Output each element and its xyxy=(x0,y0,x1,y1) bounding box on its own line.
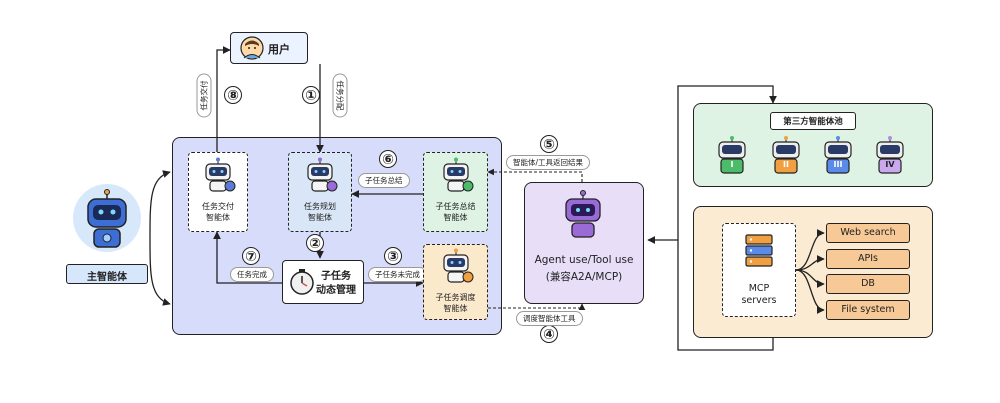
summary-agent-robot-icon xyxy=(443,157,474,192)
label-schedule-agent-tool: 调度智能体工具 xyxy=(516,311,583,326)
step-7: ⑦ xyxy=(242,247,260,265)
label-subtask-not-done: 子任务未完成 xyxy=(368,267,427,282)
pool-robot-1-label: I xyxy=(730,160,734,169)
planning-agent-line2: 智能体 xyxy=(308,213,332,222)
label-subtask-summary: 子任务总结 xyxy=(358,173,410,188)
agent-use-robot-icon xyxy=(565,190,601,238)
step-1: ① xyxy=(302,86,320,104)
step-8: ⑧ xyxy=(224,86,242,104)
edge-main-lower xyxy=(149,237,171,306)
stopwatch-icon xyxy=(290,269,314,295)
server-stack-icon xyxy=(745,234,773,267)
edge-pool-loop xyxy=(677,85,777,351)
mcp-line1: MCP xyxy=(748,283,770,294)
step-4: ④ xyxy=(540,325,558,343)
planning-agent-robot-icon xyxy=(307,157,338,192)
tool-web-search: Web search xyxy=(826,223,910,243)
label-agent-tool-result: 智能体/工具返回结果 xyxy=(506,155,591,170)
label-task-done: 任务完成 xyxy=(230,267,274,282)
step-6: ⑥ xyxy=(379,150,397,168)
pool-robot-3-label: III xyxy=(833,160,843,169)
schedule-agent-robot-icon xyxy=(443,248,474,283)
user-label: 用户 xyxy=(268,43,290,56)
pool-robot-4-label: IV xyxy=(885,160,895,169)
edge-main-upper xyxy=(149,170,171,239)
pool-robot-2-icon xyxy=(772,136,800,174)
delivery-agent-line2: 智能体 xyxy=(206,213,230,222)
dynamic-mgmt-line1: 子任务 xyxy=(321,271,351,282)
summary-agent-line2: 智能体 xyxy=(443,213,468,222)
summary-agent-line1: 子任务总结 xyxy=(435,202,476,211)
tool-db: DB xyxy=(826,274,910,294)
step-3: ③ xyxy=(384,247,402,265)
step-2: ② xyxy=(306,234,324,252)
edge-dynamic-to-delivery xyxy=(213,231,282,284)
main-agent-label-box xyxy=(66,264,148,284)
mcp-line2: servers xyxy=(741,295,777,306)
main-agent-robot-icon xyxy=(73,184,141,252)
step-5: ⑤ xyxy=(540,135,558,153)
schedule-agent-line1: 子任务调度 xyxy=(435,293,476,302)
delivery-agent-line1: 任务交付 xyxy=(202,202,234,211)
third-party-title-box xyxy=(770,112,856,130)
label-task-assign: 任务分配 xyxy=(332,73,348,118)
pool-robot-1-icon xyxy=(718,136,746,174)
delivery-agent-robot-icon xyxy=(205,157,236,192)
edge-schedule-to-agentuse xyxy=(488,303,586,310)
label-task-deliver: 任务交付 xyxy=(196,73,212,118)
user-avatar-icon xyxy=(240,36,264,60)
agent-use-line2: (兼容A2A/MCP) xyxy=(545,271,623,283)
tool-apis: APIs xyxy=(826,249,910,269)
pool-robot-3-icon xyxy=(824,136,852,174)
pool-robot-4-icon xyxy=(876,136,904,174)
main-agent-label: 主智能体 xyxy=(87,272,127,283)
tool-file-system: File system xyxy=(826,300,910,320)
agent-use-line1: Agent use/Tool use xyxy=(534,254,634,266)
dynamic-mgmt-line2: 动态管理 xyxy=(316,285,356,296)
third-party-title: 第三方智能体池 xyxy=(783,117,843,127)
edge-agentuse-to-summary xyxy=(487,168,583,182)
schedule-agent-line2: 智能体 xyxy=(443,304,468,313)
edge-delivery-to-user xyxy=(216,46,231,152)
pool-robot-2-label: II xyxy=(783,160,789,169)
planning-agent-line1: 任务规划 xyxy=(304,202,336,211)
